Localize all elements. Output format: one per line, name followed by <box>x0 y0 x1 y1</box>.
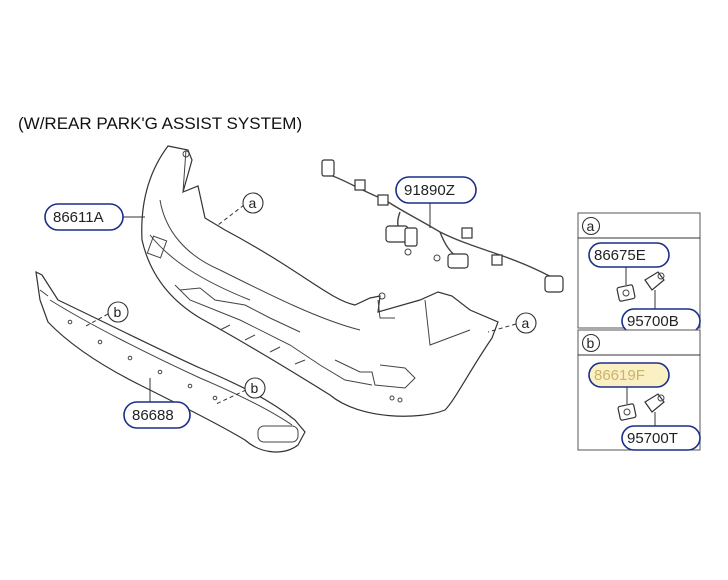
svg-text:91890Z: 91890Z <box>404 182 455 199</box>
svg-text:95700B: 95700B <box>627 313 679 330</box>
diagram-title: (W/REAR PARK'G ASSIST SYSTEM) <box>18 114 302 133</box>
ref-b-left: b <box>85 301 129 327</box>
svg-text:a: a <box>249 195 257 211</box>
callout-86619F[interactable]: 86619F <box>588 362 670 404</box>
svg-text:a: a <box>587 218 595 234</box>
svg-text:95700T: 95700T <box>627 430 678 447</box>
callout-86675E[interactable]: 86675E <box>588 242 670 285</box>
wiring-harness[interactable] <box>321 159 564 293</box>
sensor-holder-b[interactable] <box>617 403 637 421</box>
ref-a-top: a <box>217 192 264 226</box>
svg-text:b: b <box>587 335 595 351</box>
ref-b-bottom: b <box>215 377 266 405</box>
sensor-holder-a[interactable] <box>616 284 636 302</box>
detail-panel-a: a 86675E 95700B <box>577 212 701 334</box>
callout-95700T[interactable]: 95700T <box>621 425 701 451</box>
callout-91890Z[interactable]: 91890Z <box>395 176 477 228</box>
callout-95700B[interactable]: 95700B <box>621 308 701 334</box>
svg-text:86688: 86688 <box>132 407 174 424</box>
svg-text:86675E: 86675E <box>594 247 646 264</box>
callout-86611A[interactable]: 86611A <box>44 203 145 231</box>
svg-text:86611A: 86611A <box>53 209 104 226</box>
park-sensor-a[interactable] <box>644 271 665 309</box>
svg-text:b: b <box>251 380 259 396</box>
svg-text:b: b <box>114 304 122 320</box>
svg-text:86619F: 86619F <box>594 367 645 384</box>
lower-garnish[interactable] <box>35 270 306 453</box>
svg-text:a: a <box>522 315 530 331</box>
park-sensor-b[interactable] <box>644 393 665 426</box>
ref-a-right: a <box>487 312 537 334</box>
rear-bumper-cover[interactable] <box>141 145 499 417</box>
callout-86688[interactable]: 86688 <box>123 378 191 429</box>
detail-panel-b: b 86619F 95700T <box>577 329 701 451</box>
